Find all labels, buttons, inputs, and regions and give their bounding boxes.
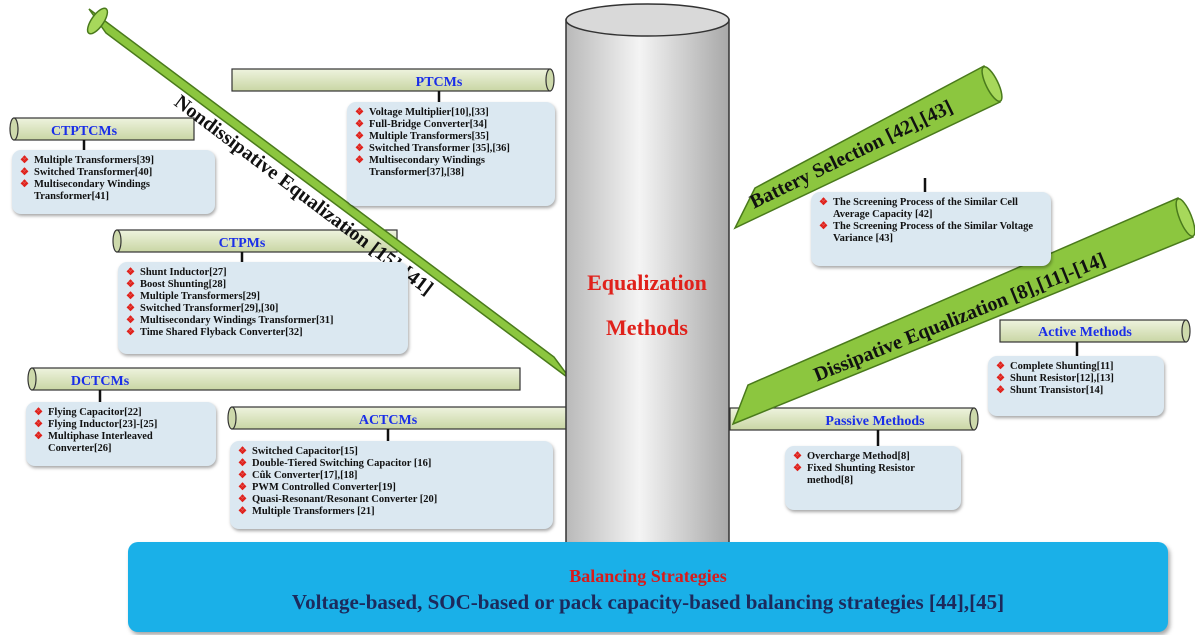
list-item: The Screening Process of the Similar Cel…	[819, 197, 1043, 221]
list-item: Switched Capacitor[15]	[238, 446, 545, 458]
passive-methods-title: Passive Methods	[825, 414, 925, 429]
list-item: Multiple Transformers [21]	[238, 506, 545, 518]
list-item: Overcharge Method[8]	[793, 451, 953, 463]
branch-tube-passive	[729, 407, 979, 431]
list-item: Flying Capacitor[22]	[34, 407, 208, 419]
branch-tube-dctcms	[27, 367, 521, 391]
dctcms-title: DCTCMs	[71, 374, 130, 389]
actcms-title: ACTCMs	[359, 413, 418, 428]
list-item: Time Shared Flyback Converter[32]	[126, 327, 400, 339]
list-item: Multiple Transformers[35]	[355, 131, 547, 143]
ptcms-box: Voltage Multiplier[10],[33] Full-Bridge …	[347, 102, 555, 206]
list-item: Switched Transformer[40]	[20, 167, 207, 179]
center-cylinder	[565, 3, 730, 551]
ctptcms-box: Multiple Transformers[39] Switched Trans…	[12, 150, 215, 214]
list-item: Switched Transformer[29],[30]	[126, 303, 400, 315]
ctpms-list: Shunt Inductor[27] Boost Shunting[28] Mu…	[126, 267, 400, 339]
battery-selection-list: The Screening Process of the Similar Cel…	[819, 197, 1043, 245]
list-item: Multiple Transformers[39]	[20, 155, 207, 167]
list-item: Fixed Shunting Resistor method[8]	[793, 463, 953, 487]
connector-stems	[82, 91, 1079, 446]
branch-tube-ctpms	[112, 229, 398, 253]
center-title-line1: Equalization	[587, 270, 707, 295]
dctcms-list: Flying Capacitor[22] Flying Inductor[23]…	[34, 407, 208, 455]
ctpms-box: Shunt Inductor[27] Boost Shunting[28] Mu…	[118, 262, 408, 354]
list-item: Multiple Transformers[29]	[126, 291, 400, 303]
list-item: Multisecondary Windings Transformer[41]	[20, 179, 207, 203]
list-item: Full-Bridge Converter[34]	[355, 119, 547, 131]
list-item: PWM Controlled Converter[19]	[238, 482, 545, 494]
list-item: Flying Inductor[23]-[25]	[34, 419, 208, 431]
actcms-list: Switched Capacitor[15] Double-Tiered Swi…	[238, 446, 545, 518]
list-item: Multisecondary Windings Transformer[31]	[126, 315, 400, 327]
list-item: Quasi-Resonant/Resonant Converter [20]	[238, 494, 545, 506]
list-item: Boost Shunting[28]	[126, 279, 400, 291]
ctpms-title: CTPMs	[219, 236, 266, 251]
dctcms-box: Flying Capacitor[22] Flying Inductor[23]…	[26, 402, 216, 466]
center-title-line2: Methods	[606, 315, 688, 340]
ctptcms-list: Multiple Transformers[39] Switched Trans…	[20, 155, 207, 203]
passive-methods-box: Overcharge Method[8] Fixed Shunting Resi…	[785, 446, 961, 510]
branch-tube-ptcms	[231, 68, 555, 92]
list-item: Multisecondary Windings Transformer[37],…	[355, 155, 547, 179]
list-item: The Screening Process of the Similar Vol…	[819, 221, 1043, 245]
battery-selection-box: The Screening Process of the Similar Cel…	[811, 192, 1051, 266]
list-item: Double-Tiered Switching Capacitor [16]	[238, 458, 545, 470]
list-item: Shunt Resistor[12],[13]	[996, 373, 1156, 385]
list-item: Shunt Inductor[27]	[126, 267, 400, 279]
list-item: Voltage Multiplier[10],[33]	[355, 107, 547, 119]
ptcms-title: PTCMs	[416, 75, 463, 90]
list-item: Shunt Transistor[14]	[996, 385, 1156, 397]
battery-selection-bar	[733, 64, 1003, 230]
branch-tube-active	[999, 319, 1191, 343]
balancing-strategies-panel: Balancing Strategies Voltage-based, SOC-…	[128, 542, 1168, 632]
ctptcms-title: CTPTCMs	[51, 124, 118, 139]
list-item: Multiphase Interleaved Converter[26]	[34, 431, 208, 455]
balancing-strategies-title: Balancing Strategies	[569, 566, 727, 586]
actcms-box: Switched Capacitor[15] Double-Tiered Swi…	[230, 441, 553, 529]
list-item: Complete Shunting[11]	[996, 361, 1156, 373]
active-methods-title: Active Methods	[1038, 325, 1132, 340]
list-item: Switched Transformer [35],[36]	[355, 143, 547, 155]
passive-methods-list: Overcharge Method[8] Fixed Shunting Resi…	[793, 451, 953, 487]
balancing-strategies-subtitle: Voltage-based, SOC-based or pack capacit…	[291, 590, 1005, 614]
active-methods-list: Complete Shunting[11] Shunt Resistor[12]…	[996, 361, 1156, 397]
list-item: Cûk Converter[17],[18]	[238, 470, 545, 482]
ptcms-list: Voltage Multiplier[10],[33] Full-Bridge …	[355, 107, 547, 179]
branch-tube-ctptcms	[9, 117, 195, 141]
active-methods-box: Complete Shunting[11] Shunt Resistor[12]…	[988, 356, 1164, 416]
